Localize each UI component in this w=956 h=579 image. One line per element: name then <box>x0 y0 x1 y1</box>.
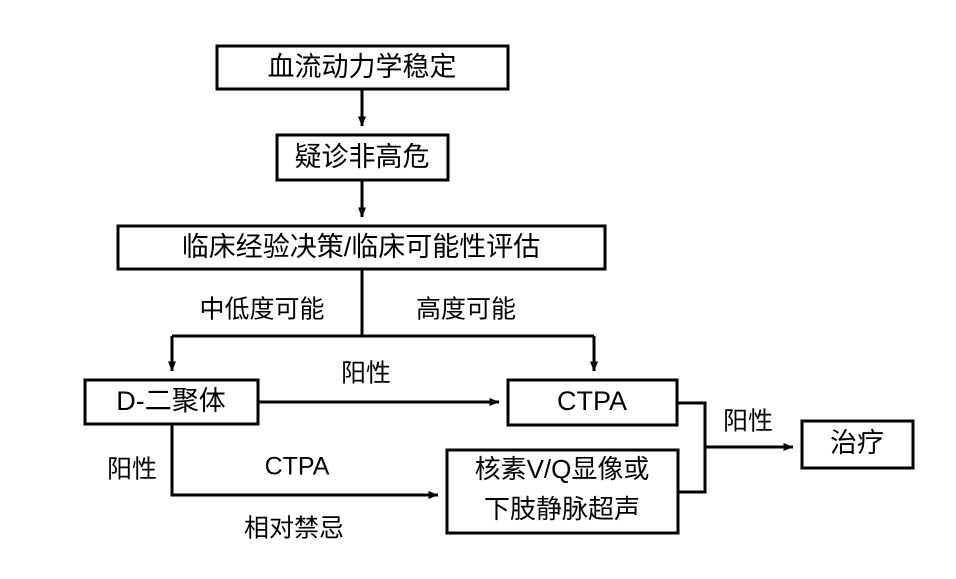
node-vq-scan-label-line2: 下肢静脉超声 <box>484 494 640 524</box>
node-hemodynamic-stable-box <box>215 44 510 91</box>
node-ctpa[interactable]: CTPA <box>506 378 679 427</box>
node-d-dimer-box <box>83 378 260 426</box>
edge-label-positive-to-treatment: 阳性 <box>723 408 773 436</box>
edge-ddimer-to-vq <box>170 424 439 499</box>
edge-merge-bracket <box>677 401 707 494</box>
node-vq-scan-box <box>445 448 680 535</box>
edge-label-relative-contraindication: 相对禁忌 <box>244 515 344 543</box>
node-d-dimer[interactable]: D-二聚体 <box>83 378 260 426</box>
node-treatment-box <box>800 419 915 470</box>
node-suspected-non-high-risk[interactable]: 疑诊非高危 <box>275 133 450 182</box>
edge-label-low-moderate-probability: 中低度可能 <box>199 296 324 324</box>
node-vq-scan[interactable]: 核素V/Q显像或 下肢静脉超声 <box>445 448 680 535</box>
node-treatment-label: 治疗 <box>830 428 884 458</box>
node-hemodynamic-stable-label: 血流动力学稳定 <box>268 52 457 82</box>
node-clinical-assessment-label: 临床经验决策/临床可能性评估 <box>182 232 541 262</box>
node-vq-scan-label-line1: 核素V/Q显像或 <box>475 454 650 484</box>
node-hemodynamic-stable[interactable]: 血流动力学稳定 <box>215 44 510 91</box>
node-ctpa-label: CTPA <box>557 386 627 416</box>
node-suspected-non-high-risk-box <box>275 133 450 182</box>
edge-label-positive-to-ctpa: 阳性 <box>341 360 391 388</box>
node-ctpa-box <box>506 378 679 427</box>
edge-label-ctpa: CTPA <box>265 453 330 481</box>
node-d-dimer-label: D-二聚体 <box>116 386 226 416</box>
node-treatment[interactable]: 治疗 <box>800 419 915 470</box>
edge-label-positive-down: 阳性 <box>107 456 157 484</box>
node-suspected-non-high-risk-label: 疑诊非高危 <box>295 142 430 172</box>
node-clinical-assessment[interactable]: 临床经验决策/临床可能性评估 <box>116 224 607 271</box>
node-clinical-assessment-box <box>116 224 607 271</box>
edge-label-high-probability: 高度可能 <box>416 296 516 324</box>
